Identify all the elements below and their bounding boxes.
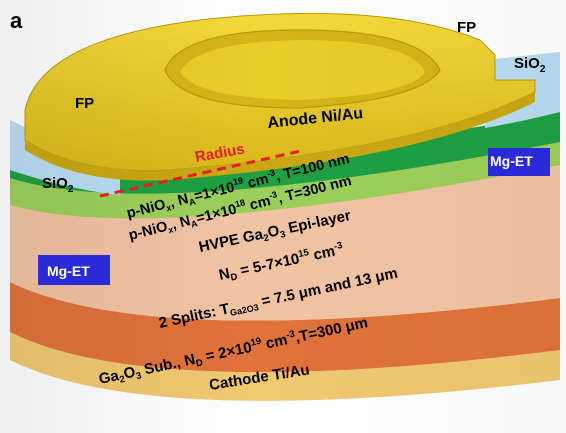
mg-et-left-label: Mg-ET: [47, 263, 90, 279]
radius-dashed-line: [99, 148, 306, 198]
fp-right-label: FP: [457, 19, 476, 36]
sio2-left-label: SiO2: [42, 175, 74, 195]
panel-letter: a: [10, 8, 23, 33]
fp-left-label: FP: [75, 95, 94, 112]
sio2-right-label: SiO2: [514, 55, 546, 75]
mg-et-left-block: [38, 255, 110, 285]
mg-et-right-block: [488, 148, 550, 176]
mg-et-right-label: Mg-ET: [490, 153, 533, 169]
